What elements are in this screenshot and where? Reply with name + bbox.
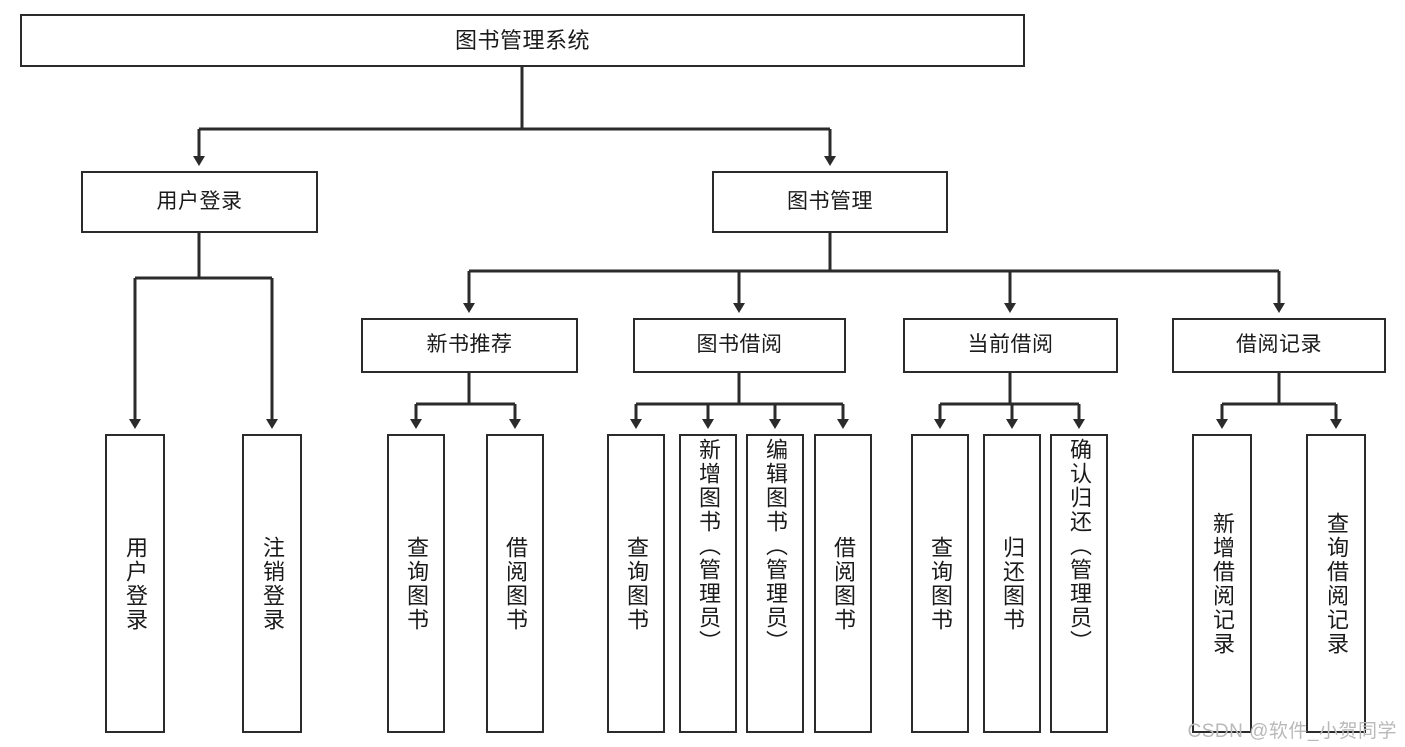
node-leaf-query-book-bor-label: 查询图书 bbox=[624, 535, 649, 632]
node-leaf-user-login-label: 用户登录 bbox=[123, 535, 148, 632]
node-leaf-user-logout-label: 注销登录 bbox=[260, 535, 285, 632]
node-leaf-add-record-label: 新增借阅记录 bbox=[1210, 511, 1235, 656]
node-leaf-confirm-return-label: 确认归还（管理员） bbox=[1067, 438, 1092, 654]
node-leaf-add-book[interactable]: 新增图书（管理员） bbox=[679, 434, 737, 733]
node-leaf-query-book-bor[interactable]: 查询图书 bbox=[607, 434, 665, 733]
node-leaf-add-record[interactable]: 新增借阅记录 bbox=[1192, 434, 1252, 733]
node-current-borrow[interactable]: 当前借阅 bbox=[903, 318, 1118, 373]
node-borrow-record[interactable]: 借阅记录 bbox=[1172, 318, 1386, 373]
node-root-label: 图书管理系统 bbox=[454, 27, 590, 53]
node-user-login[interactable]: 用户登录 bbox=[81, 171, 318, 233]
node-leaf-edit-book[interactable]: 编辑图书（管理员） bbox=[746, 434, 804, 733]
node-leaf-borrow-book-bor[interactable]: 借阅图书 bbox=[814, 434, 872, 733]
node-current-borrow-label: 当前借阅 bbox=[967, 333, 1054, 357]
node-leaf-query-record[interactable]: 查询借阅记录 bbox=[1306, 434, 1366, 733]
node-leaf-confirm-return[interactable]: 确认归还（管理员） bbox=[1050, 434, 1108, 733]
node-book-borrow[interactable]: 图书借阅 bbox=[633, 318, 846, 373]
node-leaf-query-book-rec[interactable]: 查询图书 bbox=[387, 434, 445, 733]
node-leaf-user-login[interactable]: 用户登录 bbox=[105, 434, 165, 733]
node-leaf-return-book-label: 归还图书 bbox=[1000, 535, 1025, 632]
node-new-book-recommend[interactable]: 新书推荐 bbox=[361, 318, 578, 373]
node-new-book-recommend-label: 新书推荐 bbox=[426, 333, 513, 357]
node-leaf-borrow-book-rec-label: 借阅图书 bbox=[503, 535, 528, 632]
node-book-borrow-label: 图书借阅 bbox=[696, 333, 783, 357]
node-leaf-query-record-label: 查询借阅记录 bbox=[1324, 511, 1349, 656]
node-leaf-query-book-rec-label: 查询图书 bbox=[404, 535, 429, 632]
node-book-manage[interactable]: 图书管理 bbox=[712, 171, 948, 233]
node-leaf-borrow-book-rec[interactable]: 借阅图书 bbox=[486, 434, 544, 733]
node-leaf-borrow-book-bor-label: 借阅图书 bbox=[831, 535, 856, 632]
node-leaf-edit-book-label: 编辑图书（管理员） bbox=[763, 438, 788, 654]
node-leaf-query-book-cur[interactable]: 查询图书 bbox=[911, 434, 969, 733]
node-leaf-add-book-label: 新增图书（管理员） bbox=[696, 438, 721, 654]
node-root[interactable]: 图书管理系统 bbox=[20, 14, 1025, 67]
node-book-manage-label: 图书管理 bbox=[787, 189, 873, 213]
node-leaf-return-book[interactable]: 归还图书 bbox=[983, 434, 1041, 733]
node-leaf-user-logout[interactable]: 注销登录 bbox=[242, 434, 302, 733]
node-leaf-query-book-cur-label: 查询图书 bbox=[928, 535, 953, 632]
node-user-login-label: 用户登录 bbox=[156, 189, 243, 213]
node-borrow-record-label: 借阅记录 bbox=[1236, 333, 1322, 357]
